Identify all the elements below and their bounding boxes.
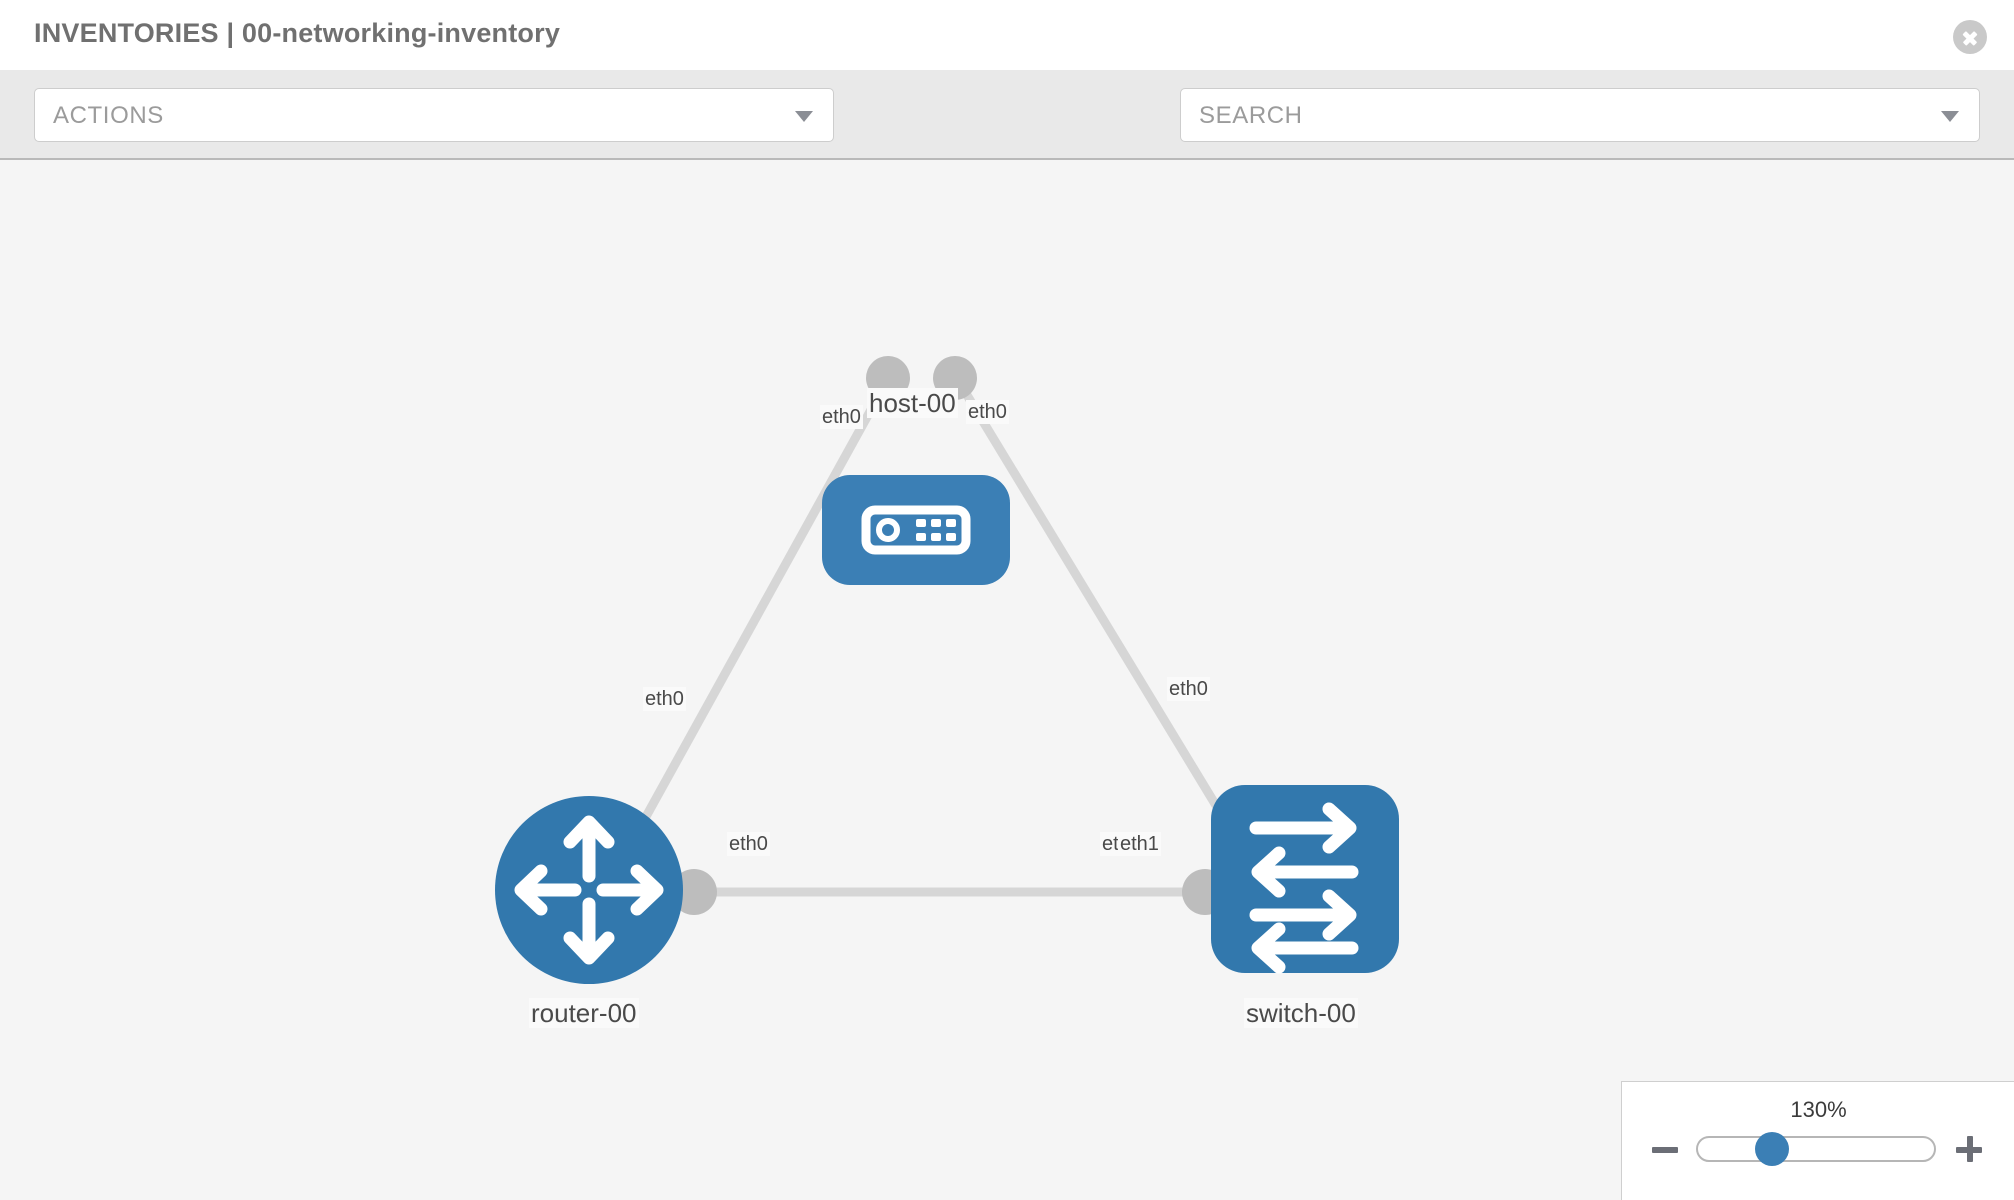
zoom-in-button[interactable] bbox=[1952, 1132, 1986, 1166]
search-placeholder: SEARCH bbox=[1199, 102, 1303, 129]
zoom-out-button[interactable] bbox=[1648, 1132, 1682, 1166]
node-switch-00[interactable] bbox=[1211, 785, 1399, 974]
iface-label-host-left: eth0 bbox=[820, 405, 863, 429]
node-label-router-00: router-00 bbox=[529, 998, 639, 1028]
router-icon bbox=[514, 815, 664, 965]
close-icon[interactable] bbox=[1953, 20, 1987, 54]
node-host-00[interactable] bbox=[822, 475, 1010, 585]
iface-label-host-right: eth0 bbox=[966, 400, 1009, 424]
actions-dropdown[interactable]: ACTIONS bbox=[34, 88, 834, 142]
zoom-slider-track[interactable] bbox=[1696, 1136, 1936, 1162]
zoom-slider-thumb[interactable] bbox=[1755, 1132, 1789, 1166]
link-host-router bbox=[618, 367, 897, 863]
switch-icon bbox=[1249, 802, 1359, 974]
iface-label-switch-up: eth0 bbox=[1167, 677, 1210, 701]
iface-label-router-up: eth0 bbox=[643, 687, 686, 711]
node-label-host-00: host-00 bbox=[867, 388, 958, 418]
node-label-switch-00: switch-00 bbox=[1244, 998, 1358, 1028]
page-title: INVENTORIES | 00-networking-inventory bbox=[34, 18, 561, 48]
topology-canvas[interactable]: eth0 host-00 eth0 eth0 eth0 eth0 eth eth… bbox=[0, 160, 2014, 1200]
search-input[interactable]: SEARCH bbox=[1180, 88, 1980, 142]
link-host-switch bbox=[949, 369, 1247, 853]
toolbar: ACTIONS SEARCH bbox=[0, 70, 2014, 198]
chevron-down-icon bbox=[1941, 111, 1959, 122]
iface-label-router-right: eth0 bbox=[727, 832, 770, 856]
server-icon bbox=[861, 505, 971, 555]
iface-label-switch-left-b: eth1 bbox=[1118, 832, 1161, 856]
actions-dropdown-label: ACTIONS bbox=[53, 102, 164, 129]
node-router-00[interactable] bbox=[495, 796, 683, 984]
page-header: INVENTORIES | 00-networking-inventory bbox=[0, 0, 2014, 70]
topology-graph bbox=[495, 356, 1399, 984]
chevron-down-icon bbox=[795, 111, 813, 122]
zoom-level-label: 130% bbox=[1790, 1097, 1847, 1122]
zoom-control-panel: 130% bbox=[1621, 1081, 2014, 1200]
